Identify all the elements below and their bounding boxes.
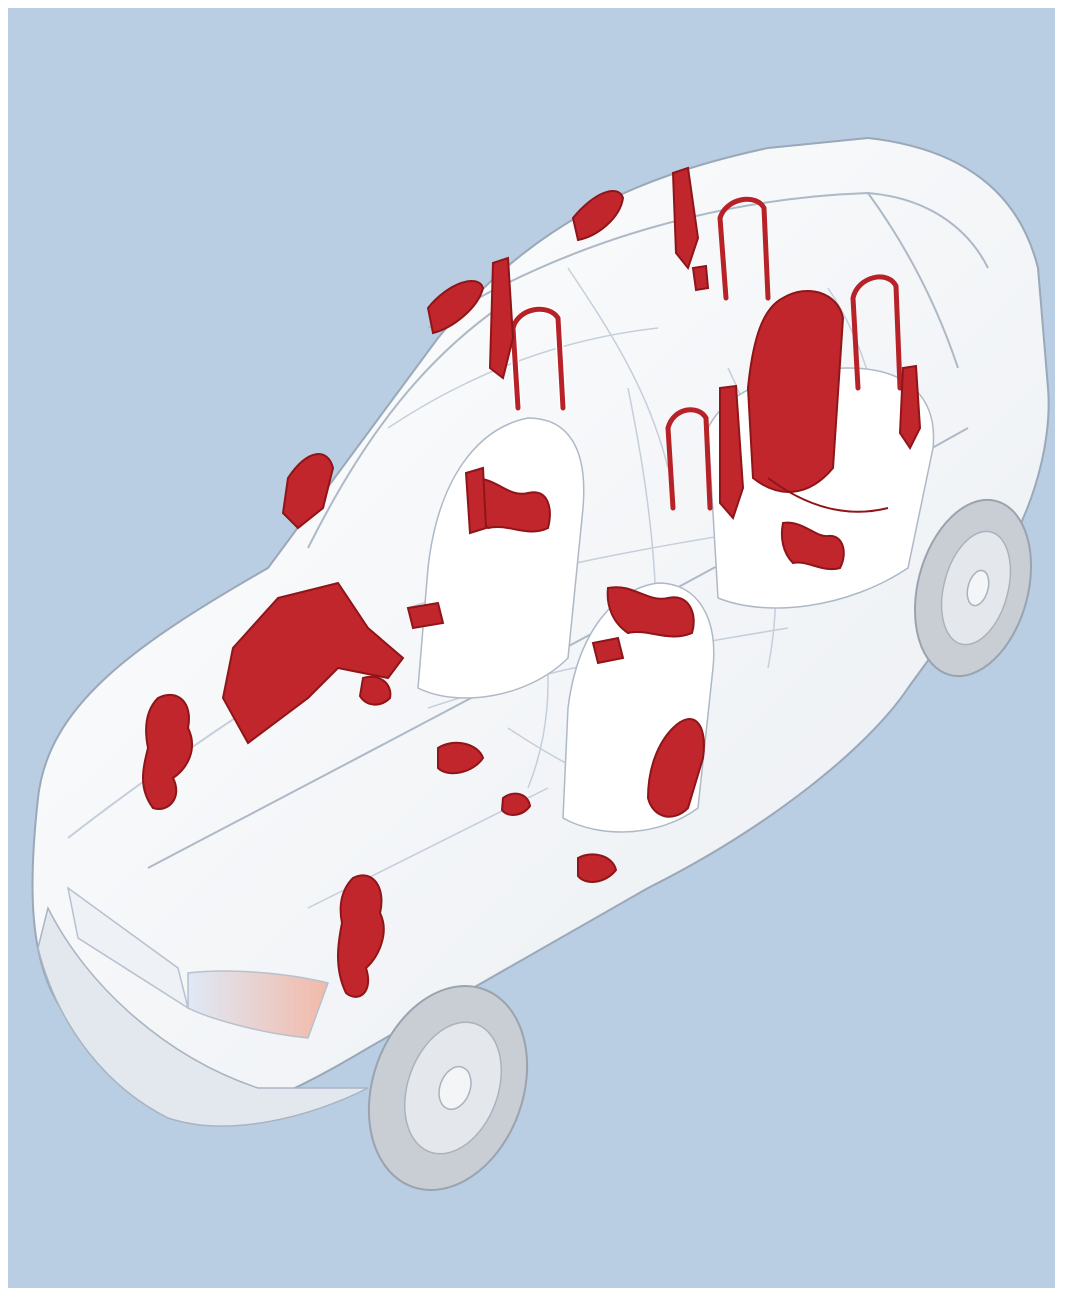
fuel-tank [748,291,843,492]
seat-bracket-rear [693,266,708,290]
pedal-assembly [408,603,443,628]
diagram-frame [8,8,1055,1288]
floor-bracket-4 [593,638,623,663]
car-diagram [8,8,1055,1288]
belt-retractor-rear-right [900,366,920,448]
floor-bracket-2 [502,794,530,815]
seat-bracket-side [466,468,486,533]
